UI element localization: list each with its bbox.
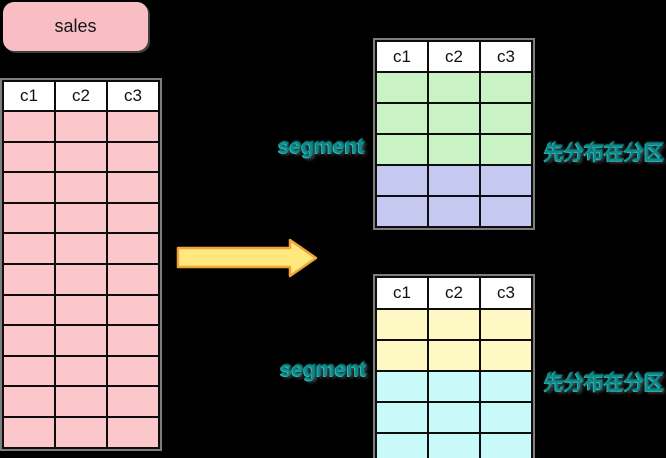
table-cell [56,112,106,141]
partition-note-bottom: 先分布在分区 [544,372,664,394]
table-cell [56,295,106,325]
table-cell [108,112,158,141]
column-header: c3 [481,42,531,71]
table-cell [56,417,106,447]
right-arrow-shape [176,238,318,278]
table-cell [108,356,158,386]
table-cell [4,356,54,386]
table-cell [481,197,531,226]
table-cell [108,264,158,294]
table-cell [377,310,427,339]
table-cell [429,403,479,432]
column-header: c2 [56,82,106,110]
table-cell [481,135,531,164]
table-cell [56,142,106,172]
table-cell [4,142,54,172]
table-cell [108,326,158,355]
table-cell [4,203,54,233]
table-cell [4,264,54,294]
table-cell [429,434,479,458]
table-cell [481,73,531,102]
table-cell [108,417,158,447]
table-cell [56,234,106,263]
table-cell [56,173,106,202]
table-cell [429,135,479,164]
table-cell [108,295,158,325]
table-cell [377,434,427,458]
table-cell [481,310,531,339]
table-cell [377,73,427,102]
table-cell [108,234,158,263]
table-cell [481,341,531,370]
table-cell [4,326,54,355]
column-header: c1 [4,82,54,110]
table-cell [377,166,427,195]
column-header: c3 [481,278,531,308]
table-cell [377,341,427,370]
table-cell [377,403,427,432]
table-cell [108,203,158,233]
table-cell [481,104,531,133]
column-header: c3 [108,82,158,110]
table-cell [56,387,106,416]
table-cell [481,434,531,458]
table-cell [429,341,479,370]
table-cell [481,372,531,401]
right-arrow-icon [176,238,318,278]
segment-label-bottom: segment [280,358,367,381]
table-cell [56,356,106,386]
table-cell [481,403,531,432]
table-cell [377,104,427,133]
table-cell [108,173,158,202]
table-cell [108,387,158,416]
table-cell [56,264,106,294]
sales-table-title-box: sales [3,2,148,51]
table-cell [429,166,479,195]
column-header: c1 [377,42,427,71]
table-cell [56,203,106,233]
table-cell [4,173,54,202]
sales-table-title: sales [54,16,97,36]
table-cell [429,310,479,339]
table-cell [4,112,54,141]
table-cell [4,417,54,447]
table-cell [429,104,479,133]
table-cell [4,234,54,263]
table-cell [429,372,479,401]
table-cell [429,197,479,226]
table-cell [429,73,479,102]
column-header: c2 [429,42,479,71]
table-cell [108,142,158,172]
column-header: c2 [429,278,479,308]
table-cell [4,295,54,325]
table-cell [377,372,427,401]
table-cell [4,387,54,416]
table-cell [377,135,427,164]
segment-label-top: segment [278,135,365,158]
partition-note-top: 先分布在分区 [544,142,664,164]
table-cell [377,197,427,226]
column-header: c1 [377,278,427,308]
table-cell [56,326,106,355]
table-cell [481,166,531,195]
